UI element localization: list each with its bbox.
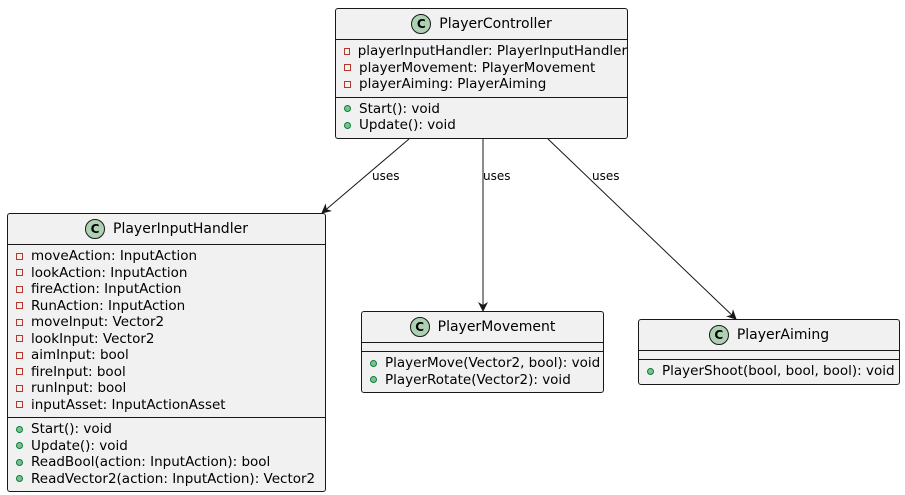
field-text: lookAction: InputAction: [31, 264, 188, 281]
class-field: aimInput: bool: [8, 347, 325, 364]
class-name: PlayerMovement: [437, 319, 556, 335]
field-text: fireAction: InputAction: [31, 281, 182, 298]
methods-section: PlayerShoot(bool, bool, bool): void: [639, 359, 899, 384]
class-method: Start(): void: [8, 421, 325, 438]
class-field: fireInput: bool: [8, 364, 325, 381]
class-field: RunAction: InputAction: [8, 298, 325, 315]
class-method: Update(): void: [336, 117, 627, 134]
field-text: moveAction: InputAction: [31, 248, 198, 265]
class-field: moveAction: InputAction: [8, 248, 325, 265]
class-method: PlayerShoot(bool, bool, bool): void: [639, 363, 899, 380]
method-text: Start(): void: [359, 100, 440, 117]
fields-section: [362, 343, 603, 351]
private-visibility-icon: [16, 285, 23, 293]
relation-label: uses: [483, 169, 511, 183]
class-method: PlayerMove(Vector2, bool): void: [362, 355, 603, 372]
private-visibility-icon: [344, 47, 350, 55]
class-name: PlayerAiming: [736, 327, 830, 343]
class-field: runInput: bool: [8, 380, 325, 397]
class-name: PlayerInputHandler: [113, 221, 248, 237]
public-visibility-icon: [16, 475, 23, 483]
private-visibility-icon: [344, 80, 351, 88]
class-stereotype-icon: C: [708, 325, 729, 345]
private-visibility-icon: [16, 368, 23, 376]
private-visibility-icon: [344, 64, 351, 72]
class-method: PlayerRotate(Vector2): void: [362, 372, 603, 389]
fields-section: [639, 351, 899, 359]
public-visibility-icon: [16, 458, 23, 466]
private-visibility-icon: [16, 351, 23, 359]
class-field: fireAction: InputAction: [8, 281, 325, 298]
method-text: PlayerMove(Vector2, bool): void: [385, 355, 601, 372]
public-visibility-icon: [16, 425, 23, 433]
method-text: PlayerShoot(bool, bool, bool): void: [662, 363, 895, 380]
private-visibility-icon: [16, 269, 23, 277]
field-text: playerAiming: PlayerAiming: [359, 76, 547, 93]
class-field: playerMovement: PlayerMovement: [336, 60, 627, 77]
private-visibility-icon: [16, 384, 23, 392]
class-method: ReadBool(action: InputAction): bool: [8, 454, 325, 471]
method-text: ReadVector2(action: InputAction): Vector…: [31, 470, 316, 487]
class-player-input-handler[interactable]: C PlayerInputHandler moveAction: InputActi…: [7, 213, 326, 492]
class-field: lookAction: InputAction: [8, 265, 325, 282]
class-stereotype-icon: C: [409, 317, 430, 337]
field-text: playerInputHandler: PlayerInputHandler: [357, 43, 627, 60]
class-stereotype-icon: C: [85, 219, 106, 239]
class-field: inputAsset: InputActionAsset: [8, 397, 325, 414]
public-visibility-icon: [344, 105, 351, 113]
class-field: playerAiming: PlayerAiming: [336, 76, 627, 93]
class-header: C PlayerMovement: [362, 312, 603, 343]
relation-label: uses: [372, 169, 400, 183]
field-text: RunAction: InputAction: [31, 297, 186, 314]
uses-arrow: [321, 138, 410, 214]
field-text: inputAsset: InputActionAsset: [31, 396, 226, 413]
public-visibility-icon: [647, 367, 654, 375]
method-text: Update(): void: [359, 117, 456, 134]
class-player-controller[interactable]: C PlayerController playerInputHandler: Pla…: [335, 8, 628, 139]
field-text: aimInput: bool: [31, 347, 129, 364]
method-text: PlayerRotate(Vector2): void: [385, 371, 571, 388]
private-visibility-icon: [16, 302, 23, 310]
class-method: Start(): void: [336, 101, 627, 118]
private-visibility-icon: [16, 252, 23, 260]
field-text: moveInput: Vector2: [31, 314, 165, 331]
field-text: lookInput: Vector2: [31, 330, 155, 347]
class-header: C PlayerAiming: [639, 320, 899, 351]
relation-label: uses: [592, 169, 620, 183]
class-field: moveInput: Vector2: [8, 314, 325, 331]
field-text: runInput: bool: [31, 380, 127, 397]
class-field: lookInput: Vector2: [8, 331, 325, 348]
class-header: C PlayerController: [336, 9, 627, 40]
class-stereotype-icon: C: [411, 14, 432, 34]
public-visibility-icon: [344, 121, 351, 129]
class-header: C PlayerInputHandler: [8, 214, 325, 245]
class-method: ReadVector2(action: InputAction): Vector…: [8, 471, 325, 488]
method-text: ReadBool(action: InputAction): bool: [31, 454, 271, 471]
public-visibility-icon: [370, 359, 377, 367]
field-text: fireInput: bool: [31, 363, 126, 380]
private-visibility-icon: [16, 401, 23, 409]
field-text: playerMovement: PlayerMovement: [359, 59, 596, 76]
class-field: playerInputHandler: PlayerInputHandler: [336, 43, 627, 60]
private-visibility-icon: [16, 318, 23, 326]
method-text: Start(): void: [31, 421, 112, 438]
class-method: Update(): void: [8, 438, 325, 455]
uses-arrow: [547, 138, 737, 320]
public-visibility-icon: [370, 376, 377, 384]
class-name: PlayerController: [439, 16, 552, 32]
method-text: Update(): void: [31, 437, 128, 454]
public-visibility-icon: [16, 442, 23, 450]
private-visibility-icon: [16, 335, 23, 343]
